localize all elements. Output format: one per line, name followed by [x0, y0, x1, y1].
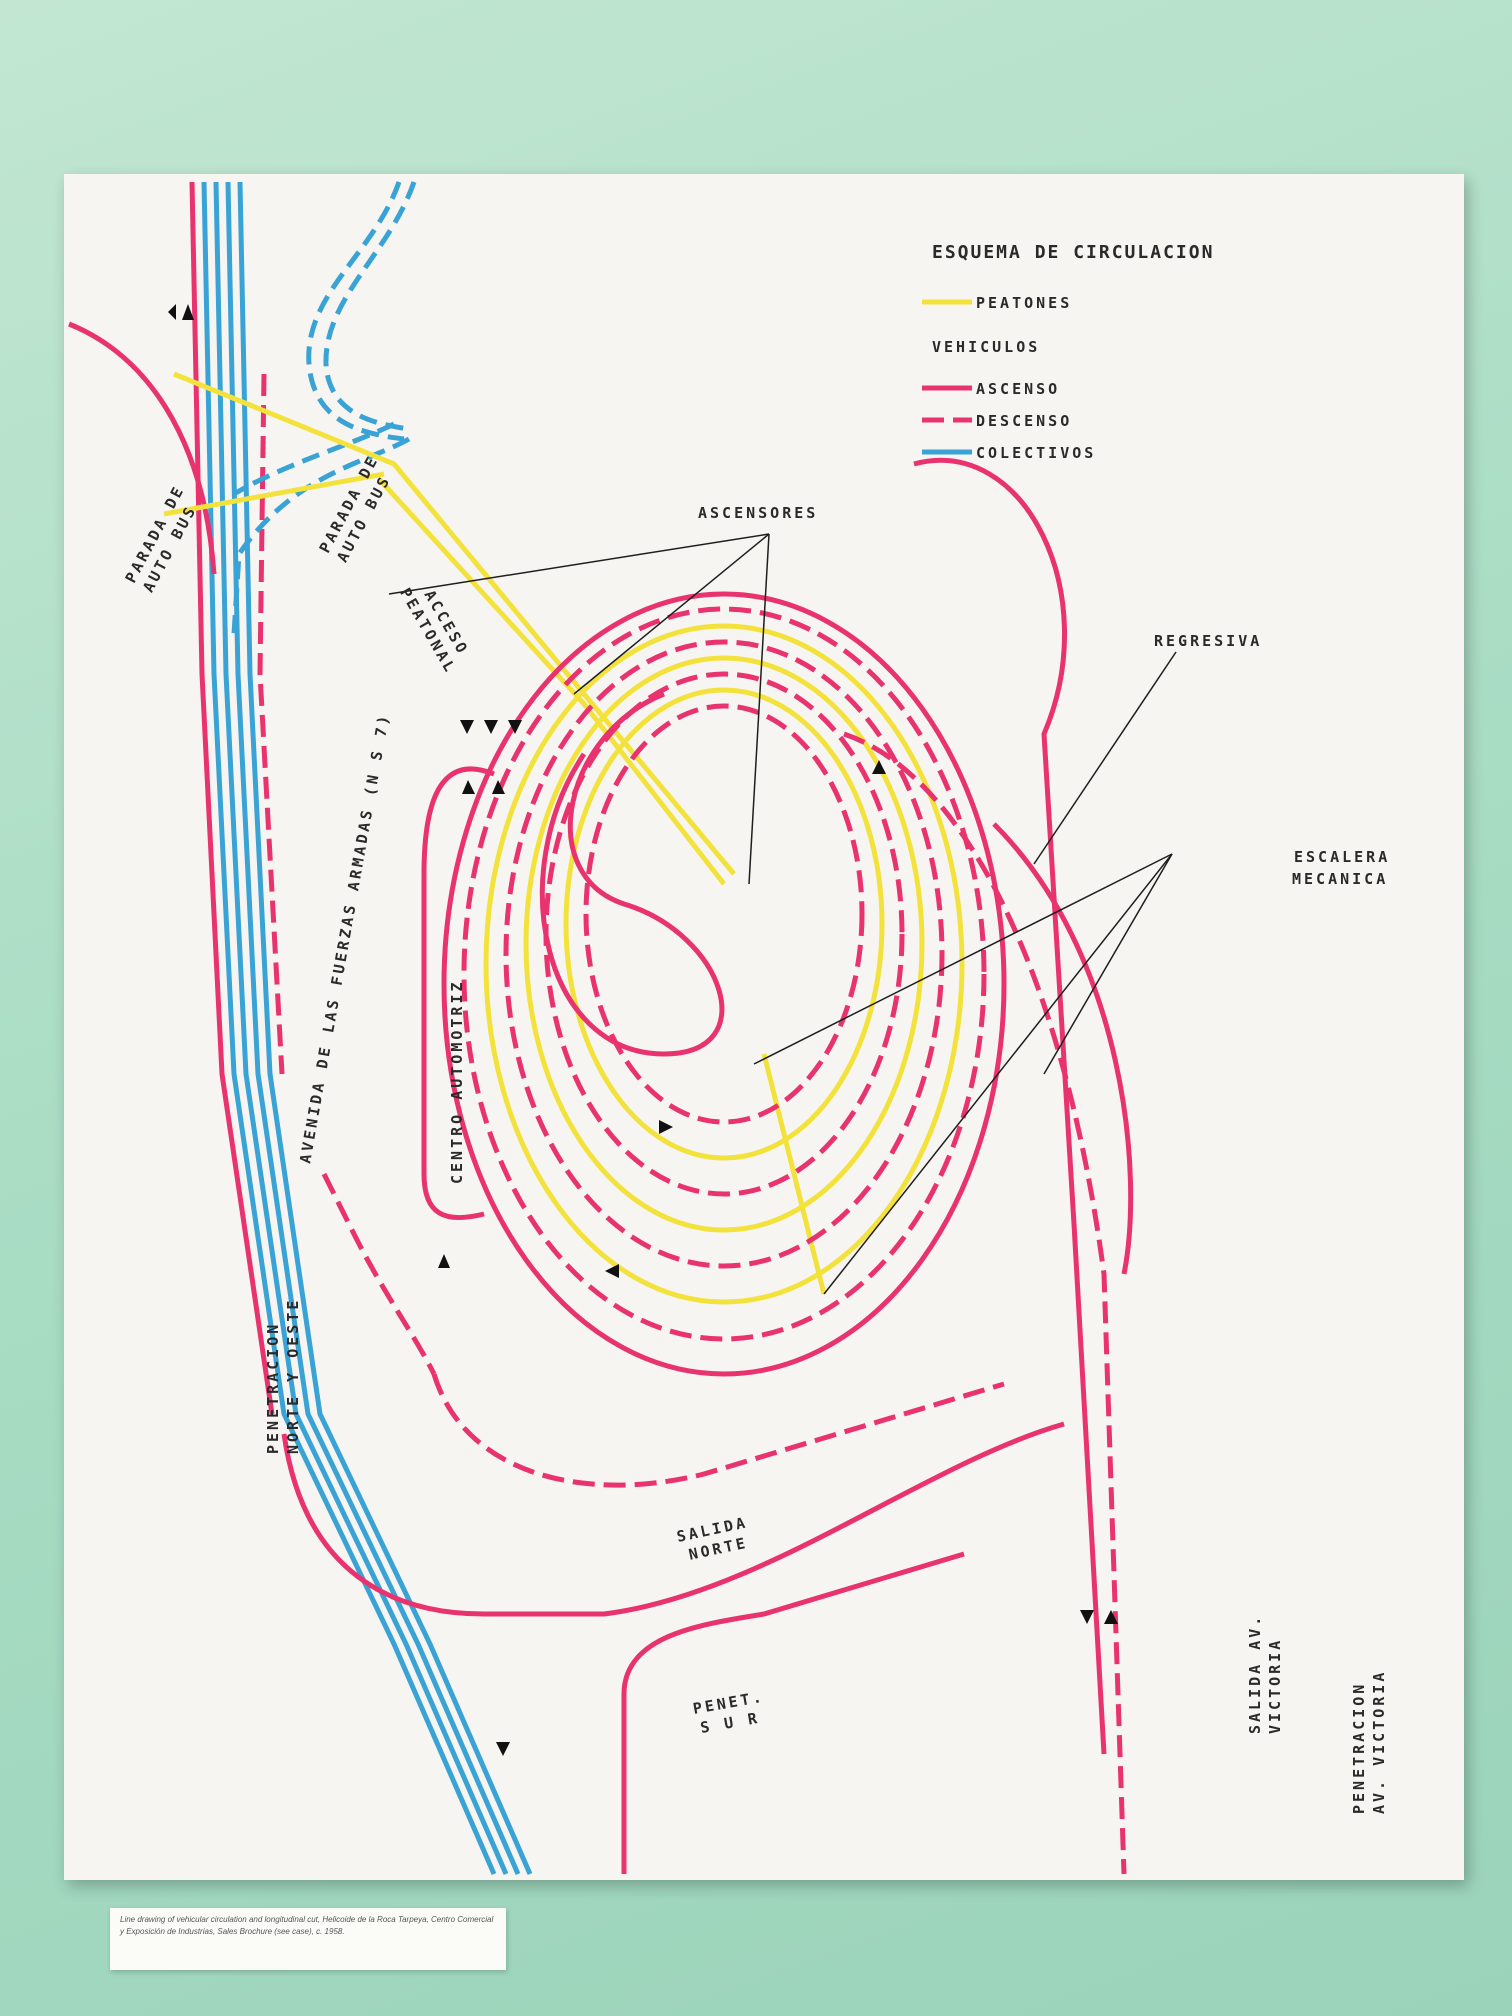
regresiva-lanes	[843, 457, 1134, 1875]
arrow	[508, 720, 522, 734]
legend-title: ESQUEMA DE CIRCULACION	[932, 242, 1214, 263]
arrow	[460, 720, 474, 734]
arrow	[1080, 1610, 1094, 1624]
pedestrian-paths	[163, 371, 827, 1295]
arrow	[462, 780, 475, 794]
centro-automotriz-bracket	[421, 766, 495, 1221]
arrow	[484, 720, 498, 734]
bus-loop	[231, 181, 417, 635]
arrow	[168, 304, 176, 320]
bottom-exits	[281, 1172, 1065, 1874]
label-penetracion-av-1: PENETRACION	[1350, 1682, 1368, 1814]
circulation-diagram: ESQUEMA DE CIRCULACION PEATONES VEHICULO…	[68, 181, 1390, 1875]
arrow	[492, 780, 505, 794]
label-salida-av-2: VICTORIA	[1266, 1638, 1284, 1734]
direction-arrows	[168, 304, 1118, 1756]
arrow	[496, 1742, 510, 1756]
arrow	[182, 304, 194, 320]
legend-colectivos: COLECTIVOS	[976, 444, 1096, 462]
arrow	[872, 760, 886, 774]
arrow	[659, 1120, 673, 1134]
label-avenida: AVENIDA DE LAS FUERZAS ARMADAS (N S 7)	[296, 711, 393, 1164]
label-penetracion-no-1: PENETRACION	[264, 1322, 282, 1454]
legend-peatones: PEATONES	[976, 294, 1072, 312]
arrow	[605, 1264, 619, 1278]
label-regresiva: REGRESIVA	[1154, 632, 1262, 650]
label-centro-automotriz: CENTRO AUTOMOTRIZ	[448, 979, 466, 1184]
arrow	[438, 1254, 450, 1268]
helicoide-ramps	[441, 591, 1007, 1377]
label-escalera-2: MECANICA	[1292, 870, 1388, 888]
arrow	[1104, 1610, 1118, 1624]
label-salida-av-1: SALIDA AV.	[1246, 1614, 1264, 1734]
leader-lines	[388, 533, 1177, 1295]
legend-ascenso: ASCENSO	[976, 380, 1060, 398]
label-ascensores: ASCENSORES	[698, 504, 818, 522]
label-penetracion-no-2: NORTE Y OESTE	[284, 1298, 302, 1454]
avenida-pink-lanes	[189, 181, 285, 1415]
diagram-board: ESQUEMA DE CIRCULACION PEATONES VEHICULO…	[64, 174, 1464, 1880]
museum-caption: Line drawing of vehicular circulation an…	[110, 1908, 506, 1970]
label-escalera-1: ESCALERA	[1294, 848, 1390, 866]
legend-vehiculos: VEHICULOS	[932, 338, 1040, 356]
left-access-curve	[68, 321, 217, 575]
legend-descenso: DESCENSO	[976, 412, 1072, 430]
label-penetracion-av-2: AV. VICTORIA	[1370, 1670, 1388, 1814]
